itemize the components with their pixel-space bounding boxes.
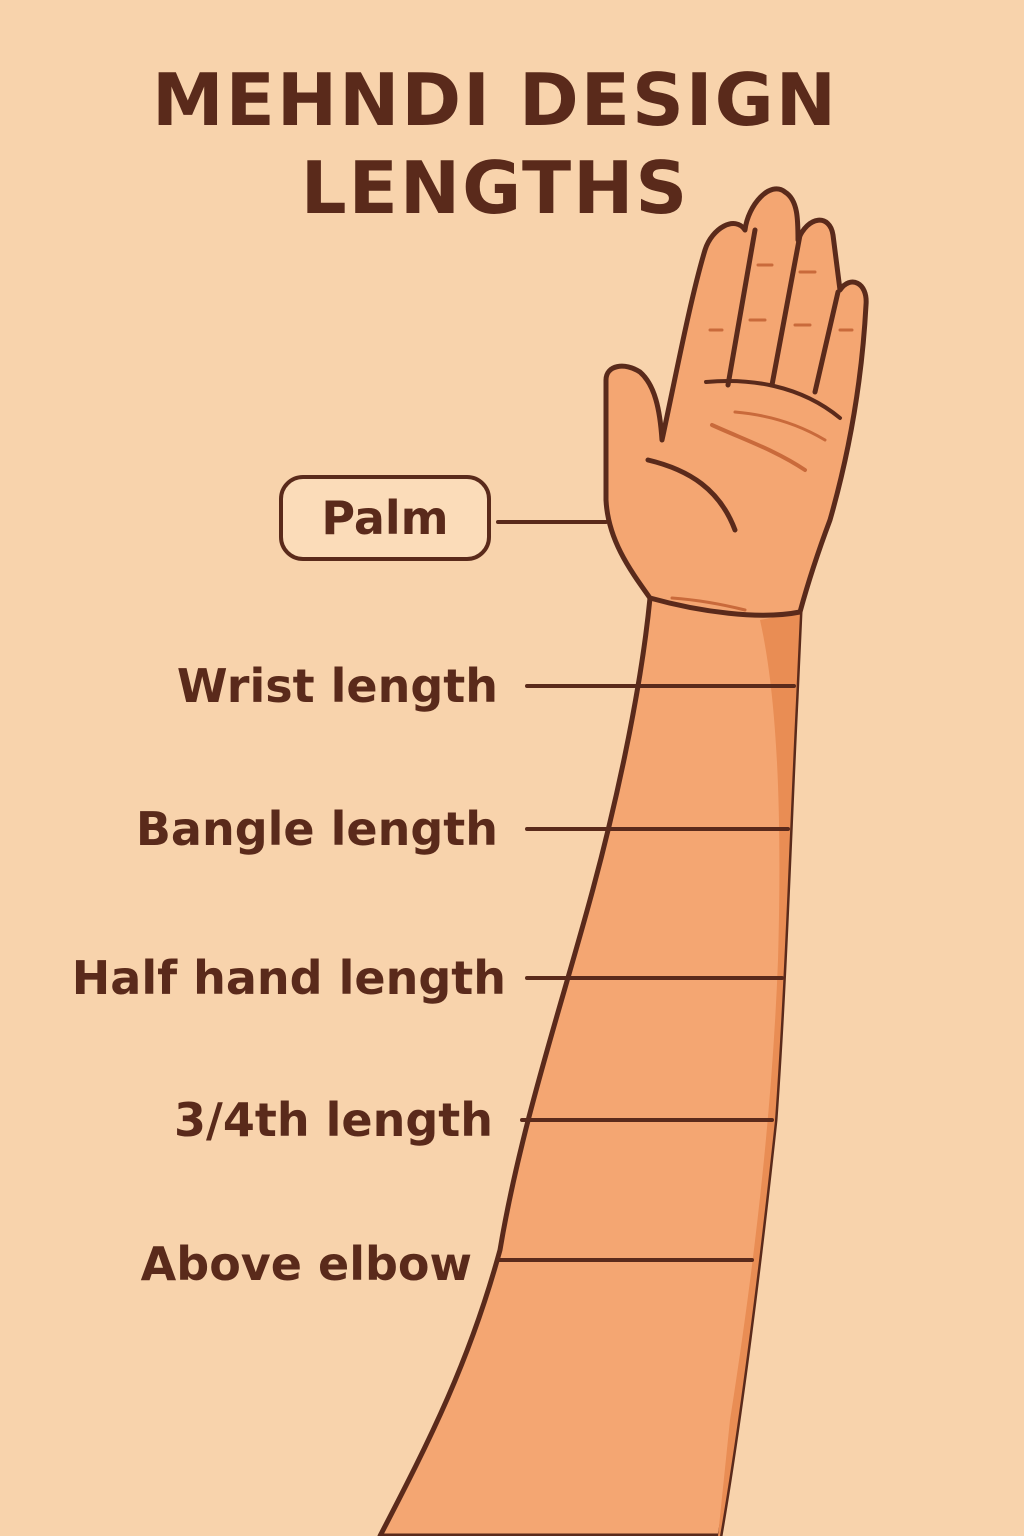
thumb-crease: [645, 457, 738, 533]
wrist-crease: [670, 596, 747, 612]
palm-label: Palm: [321, 491, 449, 545]
title-line-1: MEHNDI DESIGN: [152, 58, 838, 142]
half-hand-length-label: Half hand length: [71, 951, 506, 1005]
palm-label-box: Palm: [279, 475, 491, 561]
wrist-length-label: Wrist length: [176, 659, 498, 713]
finger-base-line: [704, 378, 842, 420]
palm-line-1: [710, 423, 807, 472]
title-line-2: LENGTHS: [300, 146, 690, 230]
finger-line-1: [725, 227, 758, 388]
finger-line-3: [812, 289, 841, 395]
diagram-title: MEHNDI DESIGN LENGTHS: [0, 56, 990, 232]
arm-shade: [718, 612, 800, 1536]
above-elbow-label: Above elbow: [140, 1237, 472, 1291]
palm-line-2: [733, 410, 827, 442]
three-fourth-length-label: 3/4th length: [174, 1093, 493, 1147]
finger-line-2: [769, 232, 803, 388]
hand-shape: [603, 186, 869, 618]
bangle-length-label: Bangle length: [135, 802, 498, 856]
knuckle-marks: [708, 263, 854, 332]
